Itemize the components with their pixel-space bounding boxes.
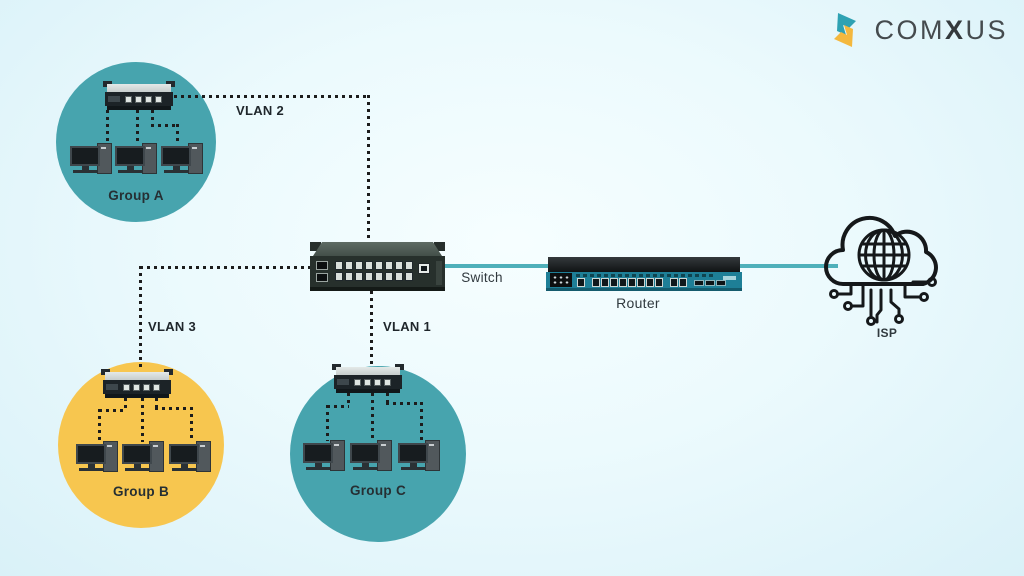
router-led-panel <box>550 273 572 287</box>
isp-cloud-icon <box>824 215 938 326</box>
group-b-link-left <box>99 409 126 412</box>
globe-icon <box>857 228 911 282</box>
group-c-link-left <box>347 393 350 407</box>
router-label: Router <box>616 295 660 311</box>
desktop-computer-icon <box>122 441 166 474</box>
brand-logo: COMXUS <box>825 10 1008 50</box>
group-a-switch <box>103 81 175 110</box>
group-c-link-left <box>326 405 329 441</box>
desktop-computer-icon <box>161 143 205 176</box>
group-a-link-middle <box>136 110 139 144</box>
group-c-switch <box>332 364 404 393</box>
management-port <box>418 263 430 274</box>
switch-bracket-icon <box>434 242 445 251</box>
desktop-computer-icon <box>398 440 442 473</box>
group-a-link-right <box>151 124 179 127</box>
group-a-link-right <box>176 124 179 144</box>
sfp-ports <box>316 261 328 282</box>
vlan3-link-vertical <box>139 266 142 370</box>
desktop-computer-icon <box>76 441 120 474</box>
group-c-link-right <box>420 402 423 441</box>
switch-label: Switch <box>461 270 503 285</box>
desktop-computer-icon <box>303 440 347 473</box>
router <box>546 257 742 291</box>
vlan1-link-vertical <box>370 291 373 367</box>
core-switch <box>310 242 445 291</box>
group-b-label: Group B <box>112 484 170 499</box>
router-port-row <box>577 278 726 287</box>
ethernet-port-grid <box>335 261 413 281</box>
vlan1-label: VLAN 1 <box>383 319 432 334</box>
group-a-label: Group A <box>108 188 164 203</box>
vlan3-link-horizontal <box>140 266 310 269</box>
group-b-link-middle <box>141 398 144 442</box>
desktop-computer-icon <box>115 143 159 176</box>
group-b-link-right <box>190 407 193 442</box>
group-c-link-middle <box>371 393 374 441</box>
switch-bracket-icon <box>310 242 321 251</box>
group-c-link-right <box>386 393 389 404</box>
vlan2-link-vertical <box>367 95 370 243</box>
desktop-computer-icon <box>169 441 213 474</box>
group-b-link-right <box>155 398 158 409</box>
group-b-switch <box>101 369 173 398</box>
group-a-link-left <box>106 110 109 144</box>
group-c-link-right <box>386 402 422 405</box>
vlan3-label: VLAN 3 <box>148 319 197 334</box>
vlan2-label: VLAN 2 <box>236 103 285 118</box>
desktop-computer-icon <box>70 143 114 176</box>
circuit-traces-icon <box>829 277 937 326</box>
group-c-label: Group C <box>349 483 407 498</box>
group-b-link-right <box>155 407 193 410</box>
isp-label: ISP <box>876 326 898 340</box>
group-c-link-left <box>327 405 349 408</box>
comxus-logo-icon <box>834 13 857 47</box>
group-b-link-left <box>124 398 127 411</box>
desktop-computer-icon <box>350 440 394 473</box>
vlan2-link-horizontal <box>174 95 370 98</box>
brand-name: COMXUS <box>874 14 1008 45</box>
group-b-link-left <box>98 409 101 442</box>
group-a-link-right <box>151 110 154 126</box>
